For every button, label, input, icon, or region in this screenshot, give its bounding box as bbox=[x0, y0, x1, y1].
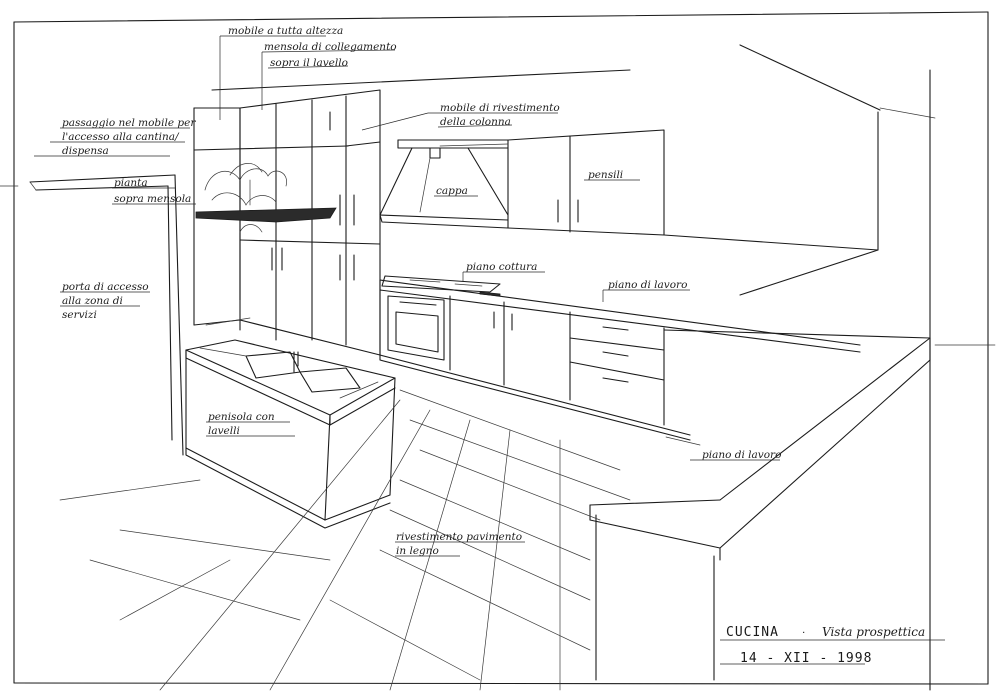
label-pianta-line2: sopra mensola bbox=[114, 193, 191, 205]
label-piano-lavoro-back: piano di lavoro bbox=[608, 279, 687, 291]
plant-sketch bbox=[204, 163, 287, 233]
title-block: CUCINA · Vista prospettica 14 - XII - 19… bbox=[726, 625, 925, 666]
service-door bbox=[29, 174, 184, 456]
corner-counter bbox=[589, 329, 931, 681]
sheet-frame bbox=[0, 11, 989, 685]
sink-peninsula bbox=[185, 339, 396, 529]
label-piano-lavoro-front: piano di lavoro bbox=[702, 449, 781, 461]
wall-cabinets bbox=[439, 129, 665, 236]
label-porta-line1: porta di accesso bbox=[62, 281, 149, 293]
label-rivestimento-line2: della colonna bbox=[440, 116, 511, 128]
label-piano-cottura: piano cottura bbox=[466, 261, 537, 273]
label-porta-line2: alla zona di bbox=[62, 295, 123, 307]
range-hood bbox=[379, 139, 509, 229]
title-block-separator: · bbox=[802, 627, 805, 639]
label-penisola-line2: lavelli bbox=[208, 425, 240, 437]
label-rivestimento-line1: mobile di rivestimento bbox=[440, 102, 560, 114]
title-block-title: CUCINA bbox=[726, 625, 779, 640]
label-pavimento-line1: rivestimento pavimento bbox=[396, 531, 522, 543]
label-penisola-line1: penisola con bbox=[208, 411, 275, 423]
title-block-date: 14 - XII - 1998 bbox=[740, 651, 872, 666]
leader-lines bbox=[34, 35, 945, 665]
label-pavimento-line2: in legno bbox=[396, 545, 439, 557]
title-block-subtitle: Vista prospettica bbox=[822, 625, 925, 639]
room-walls bbox=[211, 44, 996, 691]
label-pianta-line1: pianta bbox=[114, 177, 148, 189]
wood-floor bbox=[59, 389, 631, 691]
full-height-cabinets bbox=[193, 89, 381, 356]
label-mobile-tutta-altezza: mobile a tutta altezza bbox=[228, 25, 343, 37]
label-mensola-line2: sopra il lavello bbox=[270, 57, 348, 69]
label-pensili: pensili bbox=[588, 169, 623, 181]
label-cappa: cappa bbox=[436, 185, 468, 197]
base-cabinets bbox=[379, 275, 861, 441]
label-passaggio-line2: l'accesso alla cantina/ bbox=[62, 131, 180, 143]
label-passaggio-line1: passaggio nel mobile per bbox=[62, 117, 196, 129]
label-passaggio-line3: dispensa bbox=[62, 145, 109, 157]
label-mensola-line1: mensola di collegamento bbox=[264, 41, 397, 53]
label-porta-line3: servizi bbox=[62, 309, 97, 321]
